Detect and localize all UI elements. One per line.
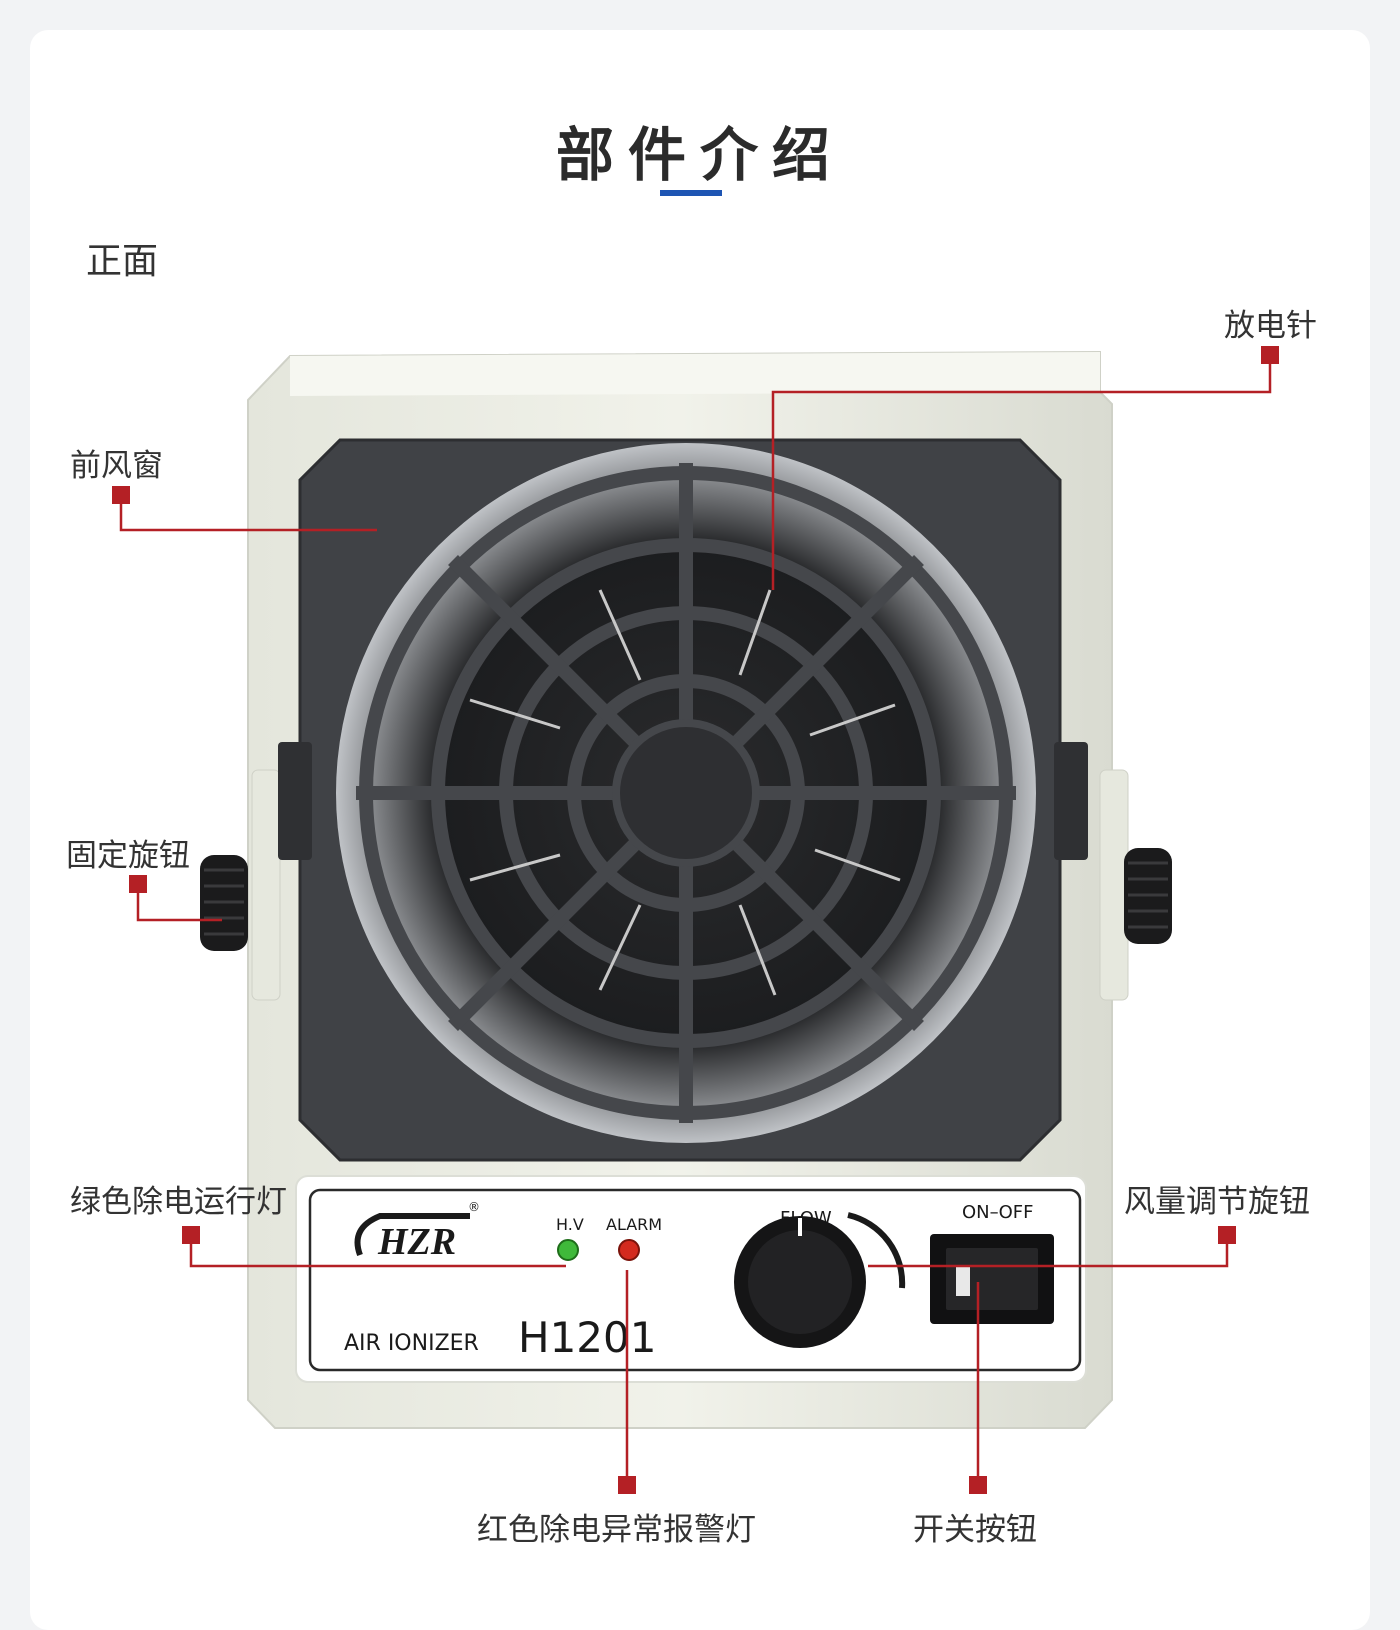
callout-red-light: 红色除电异常报警灯 (477, 1512, 756, 1548)
switch-label: ON–OFF (962, 1202, 1034, 1223)
callout-switch-button: 开关按钮 (913, 1512, 1037, 1548)
callout-markers (112, 346, 1279, 1494)
front-grille-panel (278, 438, 1088, 1162)
product-type-label: AIR IONIZER (344, 1331, 479, 1356)
page-title: 部件介绍 (555, 121, 844, 189)
red-led-icon (618, 1239, 640, 1261)
title-underline (660, 190, 722, 196)
model-number: H1201 (518, 1313, 656, 1362)
brand-logo-swoosh (354, 1213, 470, 1257)
callout-discharge-needle: 放电针 (1224, 308, 1317, 344)
callout-front-grille: 前风窗 (70, 448, 163, 484)
fixing-knob-right (1124, 848, 1172, 944)
brand-logo: HZR (377, 1221, 456, 1263)
hv-label: H.V (556, 1215, 584, 1234)
flow-knob[interactable] (734, 1216, 866, 1348)
registered-mark: ® (468, 1200, 480, 1214)
callout-green-light: 绿色除电运行灯 (70, 1184, 287, 1220)
callout-lines (119, 362, 1272, 1478)
fixing-knob-left (200, 855, 248, 951)
green-led-icon (557, 1239, 579, 1261)
callout-fixing-knob: 固定旋钮 (66, 838, 190, 874)
rocker-switch[interactable] (930, 1234, 1054, 1324)
control-panel: HZR ® H.V ALARM AIR IONIZER H1201 FLOW O… (295, 1175, 1087, 1383)
callout-airflow-knob: 风量调节旋钮 (1124, 1184, 1310, 1220)
alarm-label: ALARM (606, 1215, 662, 1234)
section-label-front: 正面 (86, 241, 159, 282)
